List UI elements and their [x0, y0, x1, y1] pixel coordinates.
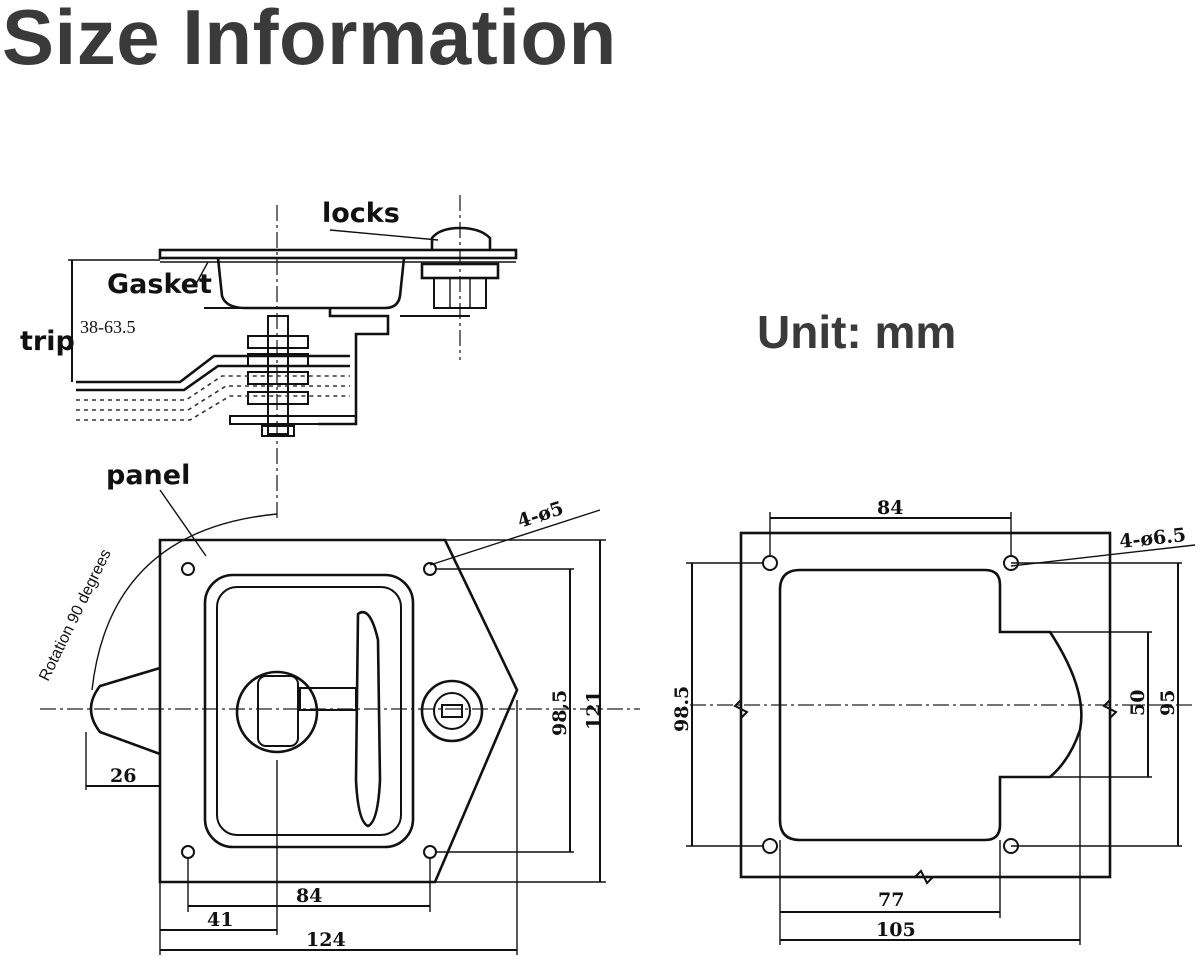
side-view: locks Gasket trip 38-63.5 — [20, 195, 518, 520]
front-height-holes-label: 98,5 — [549, 690, 571, 736]
front-view: panel Rotation 90 degrees 4-ø5 121 98,5 … — [36, 460, 640, 955]
gasket-label: Gasket — [107, 269, 212, 300]
locks-label: locks — [322, 198, 400, 229]
cutout-view: 84 4-ø6.5 98.5 50 95 77 105 — [671, 497, 1196, 945]
cutout-notch-label: 50 — [1127, 690, 1149, 716]
front-holes-label: 4-ø5 — [515, 497, 566, 532]
page-title: Size Information — [2, 0, 617, 81]
handle-ext-label: 26 — [110, 765, 136, 787]
trip-range-label: 38-63.5 — [80, 317, 136, 337]
cutout-width-total-label: 105 — [876, 919, 916, 941]
cutout-width-label: 77 — [878, 889, 904, 911]
unit-note: Unit: mm — [757, 306, 957, 358]
front-offset-label: 41 — [207, 909, 233, 931]
trip-label: trip — [20, 326, 75, 357]
cutout-height-total-label: 95 — [1157, 690, 1179, 716]
front-hole-span-label: 84 — [296, 885, 322, 907]
front-height-outer-label: 121 — [583, 690, 605, 730]
cutout-top-span-label: 84 — [877, 497, 903, 519]
rotation-label: Rotation 90 degrees — [36, 547, 114, 684]
cutout-height-holes-label: 98.5 — [671, 686, 693, 732]
cutout-holes-label: 4-ø6.5 — [1118, 524, 1187, 553]
panel-label: panel — [106, 460, 190, 491]
front-width-label: 124 — [306, 929, 346, 951]
